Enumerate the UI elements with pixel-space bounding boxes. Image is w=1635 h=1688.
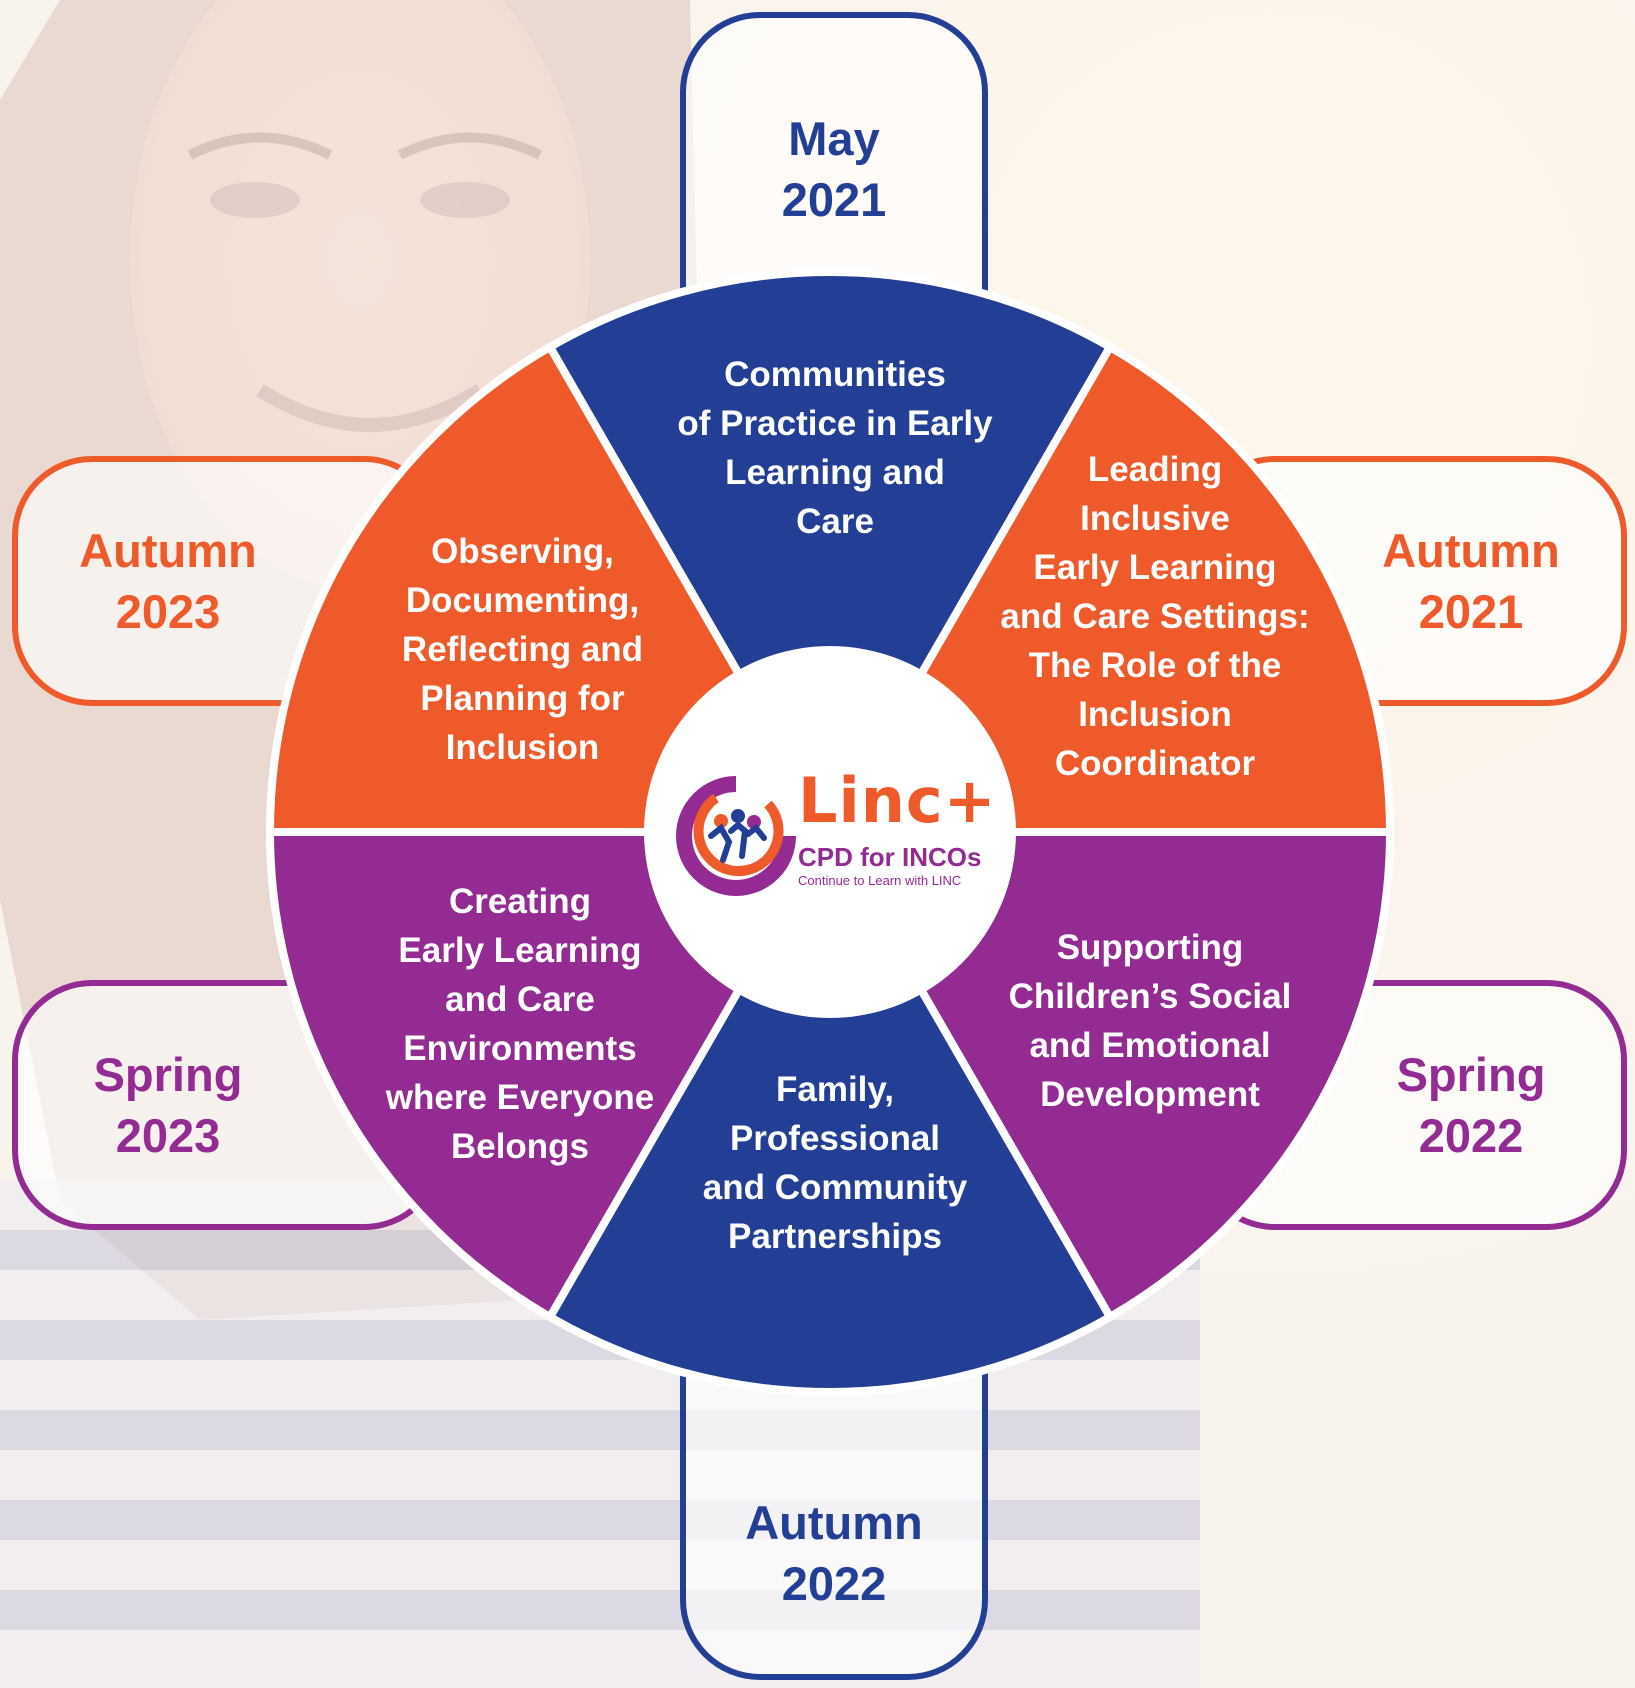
wheel-wedge-bottom	[544, 824, 1116, 1396]
wheel-center-circle	[644, 646, 1016, 1018]
date-pill-label-line2: 2021	[781, 173, 887, 227]
wheel-wedge-top	[544, 268, 1116, 840]
date-pill-label-line2: 2022	[1418, 1109, 1524, 1162]
date-pill-label-line1: Spring	[1396, 1047, 1546, 1101]
logo-subtitle: CPD for INCOs	[798, 842, 982, 872]
date-pill-label-line2: 2021	[1418, 585, 1524, 638]
module-label-communities-of-practice: Communities of Practice in Early Learnin…	[677, 355, 993, 541]
date-pill-label-line2: 2022	[781, 1556, 887, 1610]
module-label-creating-environments: Creating Early Learning and Care Environ…	[385, 882, 655, 1166]
module-label-leading-inclusive-settings: Leading Inclusive Early Learning and Car…	[1000, 450, 1310, 783]
date-pill-label-line1: Autumn	[79, 523, 257, 577]
date-pill-label-line2: 2023	[115, 1109, 221, 1162]
logo-wordmark: Linc+	[798, 764, 997, 837]
linc-swirl-people-icon	[676, 776, 796, 896]
date-pill-label-line2: 2023	[115, 585, 221, 638]
logo-tagline: Continue to Learn with LINC	[798, 873, 962, 888]
date-pill-label-line1: May	[788, 112, 880, 165]
module-label-observing-documenting: Observing, Documenting, Reflecting and P…	[401, 532, 644, 767]
date-pill-label-line1: Autumn	[745, 1495, 923, 1549]
date-pill-label-line1: Spring	[93, 1047, 243, 1101]
module-label-social-emotional-development: Supporting Children’s Social and Emotion…	[1008, 928, 1292, 1114]
module-label-family-partnerships: Family, Professional and Community Partn…	[702, 1070, 968, 1256]
date-pill-label-line1: Autumn	[1382, 523, 1560, 577]
linc-logo: Linc+ CPD for INCOs Continue to Learn wi…	[670, 760, 1000, 910]
